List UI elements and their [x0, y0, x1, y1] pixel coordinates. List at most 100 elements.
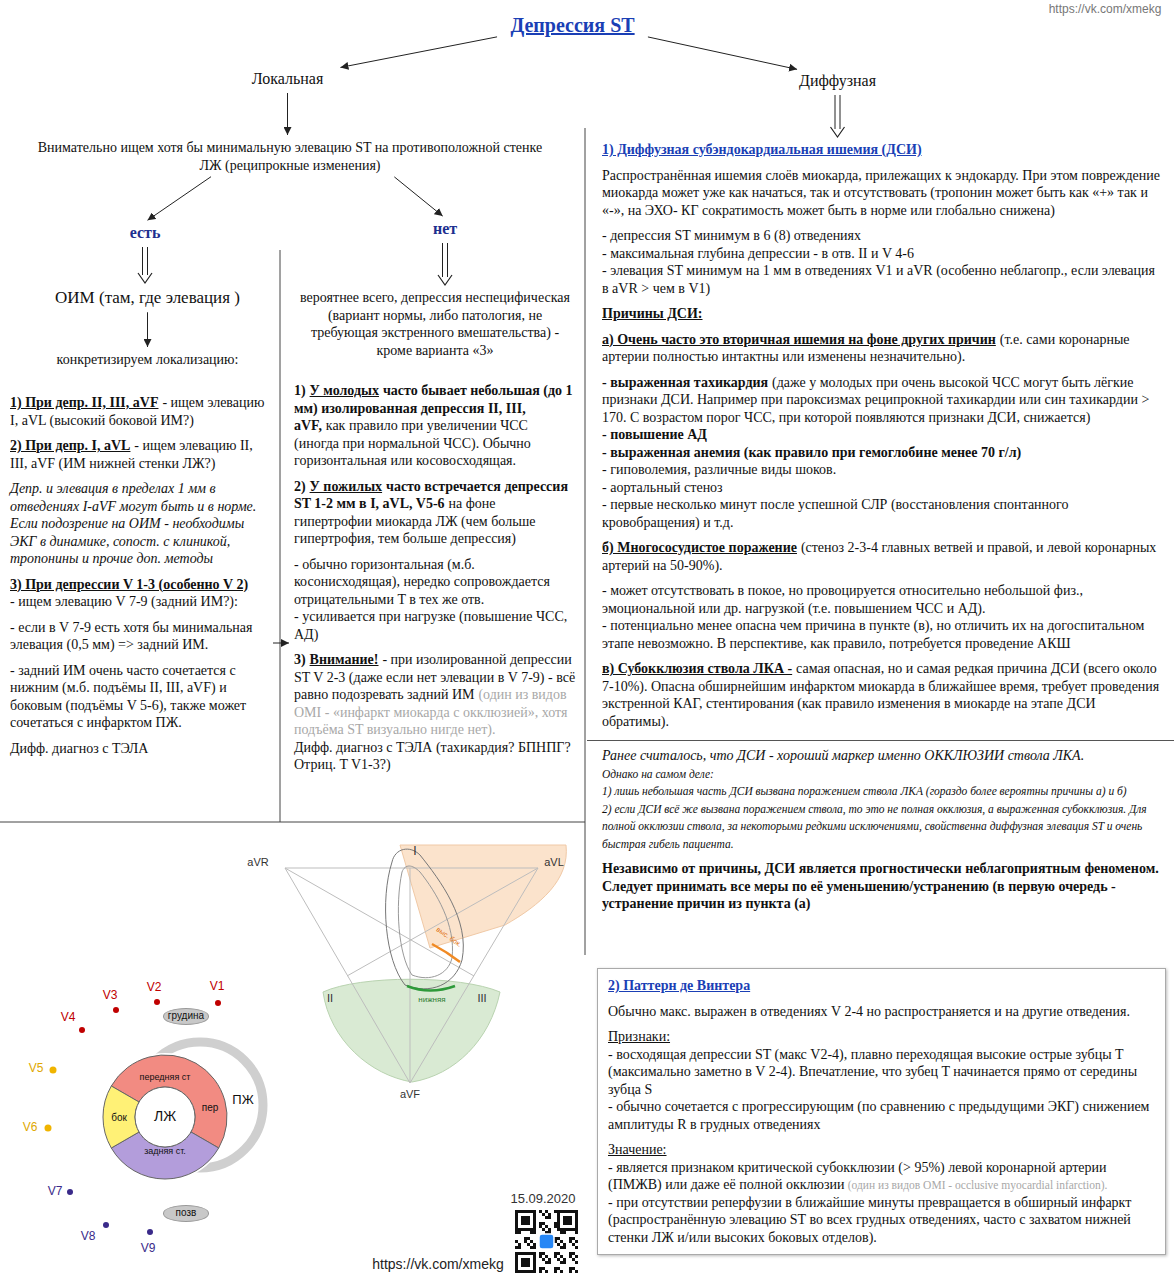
- paragraph: Признаки:: [608, 1028, 1155, 1046]
- figure-label: ПЖ: [232, 1093, 253, 1107]
- node-text: ОИМ (там, где элевация ): [55, 288, 240, 307]
- node-text: 3): [294, 652, 306, 667]
- paragraph: Дифф. диагноз с ТЭЛА (тахикардия? БПНПГ?…: [294, 739, 576, 774]
- node-text: - усиливается при нагрузке (повышение ЧС…: [294, 609, 567, 642]
- node-text: есть: [130, 224, 161, 241]
- figure-label: V9: [141, 1242, 156, 1255]
- column-divider: [585, 128, 586, 955]
- paragraph: - обычно горизонтальная (м.б. косонисход…: [294, 556, 576, 609]
- connector: [138, 247, 152, 283]
- figure-label: V7: [48, 1185, 63, 1198]
- electrode-dots: [45, 999, 222, 1235]
- paragraph: - гиповолемия, различные виды шоков.: [602, 461, 1164, 479]
- paragraph: - является признаком критической субоккл…: [608, 1159, 1155, 1194]
- paragraph: Распространённая ишемия слоёв миокарда, …: [602, 167, 1164, 220]
- inferior-wall: [407, 986, 455, 991]
- node-text: 2) При депр. I, aVL: [10, 438, 130, 453]
- node-text: - первые несколько минут после успешной …: [602, 497, 1068, 530]
- paragraph: конкретизируем локализацию:: [42, 351, 253, 369]
- node-text: Дифф. диагноз с ТЭЛА (тахикардия? БПНПГ?…: [294, 740, 571, 773]
- lateral-sector: [400, 845, 566, 948]
- connector: [648, 37, 797, 69]
- figure-label: бок: [111, 1112, 127, 1123]
- paragraph: 1) Диффузная субэндокардиальная ишемия (…: [602, 141, 1164, 159]
- node-text: Внимание!: [310, 652, 379, 667]
- figure-label: передняя ст: [140, 1073, 191, 1083]
- paragraph: - элевация ST минимум на 1 мм в отведени…: [602, 262, 1164, 297]
- figure-label: 15.09.2020: [510, 1192, 575, 1206]
- connector: [340, 37, 497, 68]
- paragraph: нет: [417, 219, 473, 239]
- node-text: нет: [433, 220, 457, 237]
- paragraph: Однако на самом деле:: [602, 765, 1164, 783]
- paragraph: 3)Внимание!- при изолированной депрессии…: [294, 651, 576, 739]
- info-panel: 2) Паттерн де ВинтераОбычно макс. выраже…: [597, 968, 1166, 1255]
- paragraph: 1)У молодыхчасто бывает небольшая (до 1 …: [294, 382, 576, 470]
- node-text: Обычно макс. выражен в отведениях V 2-4 …: [608, 1004, 1130, 1019]
- node-text: как правило при увеличении ЧСС (иногда п…: [294, 418, 531, 468]
- figure-label: выс. бок.: [435, 926, 463, 949]
- ellipse-label: позв: [163, 1205, 209, 1222]
- node-text: - выраженная тахикардия: [602, 375, 768, 390]
- node-text: Ранее считалось, что ДСИ - хороший марке…: [602, 748, 1084, 763]
- paragraph: - если в V 7-9 есть хотя бы минимальная …: [10, 619, 268, 654]
- paragraph: - повышение АД: [602, 426, 1164, 444]
- node-text: Дифф. диагноз с ТЭЛА: [10, 741, 148, 756]
- node-text: Независимо от причины, ДСИ является прог…: [602, 861, 1159, 911]
- node-text: 2): [294, 479, 306, 494]
- figure-label: V5: [29, 1062, 44, 1075]
- paragraph: в) Субокклюзия ствола ЛКА -самая опасная…: [602, 660, 1164, 730]
- figure-label: V3: [103, 989, 118, 1002]
- node-text: Однако на самом деле:: [602, 768, 714, 780]
- paragraph: - первые несколько минут после успешной …: [602, 496, 1164, 531]
- node-text: - восходящая депрессии ST (макс V2-4), п…: [608, 1047, 1137, 1097]
- text-block: нет: [415, 218, 475, 240]
- paragraph: Локальная: [227, 69, 348, 89]
- paragraph: 2)У пожилыхчасто встречается депрессия S…: [294, 478, 576, 548]
- paragraph: Внимательно ищем хотя бы минимальную эле…: [37, 139, 543, 174]
- node-text: 1): [294, 383, 306, 398]
- figure-label: aVL: [544, 856, 564, 868]
- paragraph: вероятнее всего, депрессия неспецифическ…: [294, 289, 576, 359]
- paragraph: - максимальная глубина депрессии - в отв…: [602, 245, 1164, 263]
- text-block: есть: [115, 222, 175, 244]
- node-text: Локальная: [252, 70, 324, 87]
- node-text: - повышение АД: [602, 427, 707, 442]
- node-text: - обычно сочетается с прогрессирующим (п…: [608, 1099, 1149, 1132]
- paragraph: - может отсутствовать в покое, но провоц…: [602, 582, 1164, 617]
- node-text: - депрессия ST минимум в 6 (8) отведения…: [602, 228, 861, 243]
- node-text: - гиповолемия, различные виды шоков.: [602, 462, 836, 477]
- node-text: позв: [176, 1207, 197, 1218]
- text-block: 1) При депр. II, III, aVF - ищем элевацию…: [8, 393, 270, 758]
- paragraph: Обычно макс. выражен в отведениях V 2-4 …: [608, 1003, 1155, 1021]
- paragraph: грудина: [164, 1010, 208, 1023]
- figure-label: II: [327, 992, 333, 1004]
- figure-label: I: [413, 845, 416, 858]
- paragraph: - задний ИМ очень часто сочетается с ниж…: [10, 662, 268, 732]
- node-text: б) Многососудистое поражение: [602, 540, 797, 555]
- text-block: Депрессия ST: [500, 12, 645, 39]
- text-block: ОИМ (там, где элевация ): [40, 286, 255, 309]
- paragraph: Ранее считалось, что ДСИ - хороший марке…: [587, 740, 1174, 765]
- paragraph: есть: [117, 223, 173, 243]
- figure-label: ЛЖ: [154, 1109, 176, 1124]
- text-block: конкретизируем локализацию:: [40, 350, 255, 370]
- text-block: 1) Диффузная субэндокардиальная ишемия (…: [600, 140, 1166, 914]
- node-text: 1) При депр. II, III, aVF: [10, 395, 158, 410]
- node-text: - максимальная глубина депрессии - в отв…: [602, 246, 914, 261]
- paragraph: 2) При депр. I, aVL- ищем элевацию II, I…: [10, 437, 268, 472]
- node-text: Депр. и элевация в пределах 1 мм в отвед…: [10, 481, 256, 566]
- connector: [147, 312, 148, 347]
- paragraph: - ищем элевацию V 7-9 (задний ИМ?):: [10, 593, 268, 611]
- node-text: - при отсутствии реперфузии в ближайшие …: [608, 1195, 1131, 1245]
- inferior-sector: [323, 979, 500, 1082]
- figure-label: III: [477, 992, 486, 1004]
- lateral-segment: [103, 1086, 139, 1148]
- hexaxial-figure: [285, 845, 566, 1083]
- paragraph: 1) При депр. II, III, aVF- ищем элевацию…: [10, 394, 268, 429]
- figure-label: aVR: [247, 856, 268, 868]
- figure-label: нижняя: [418, 996, 445, 1005]
- paragraph: позв: [164, 1207, 208, 1220]
- node-text: - если в V 7-9 есть хотя бы минимальная …: [10, 620, 252, 653]
- figure-label: aVF: [400, 1088, 420, 1100]
